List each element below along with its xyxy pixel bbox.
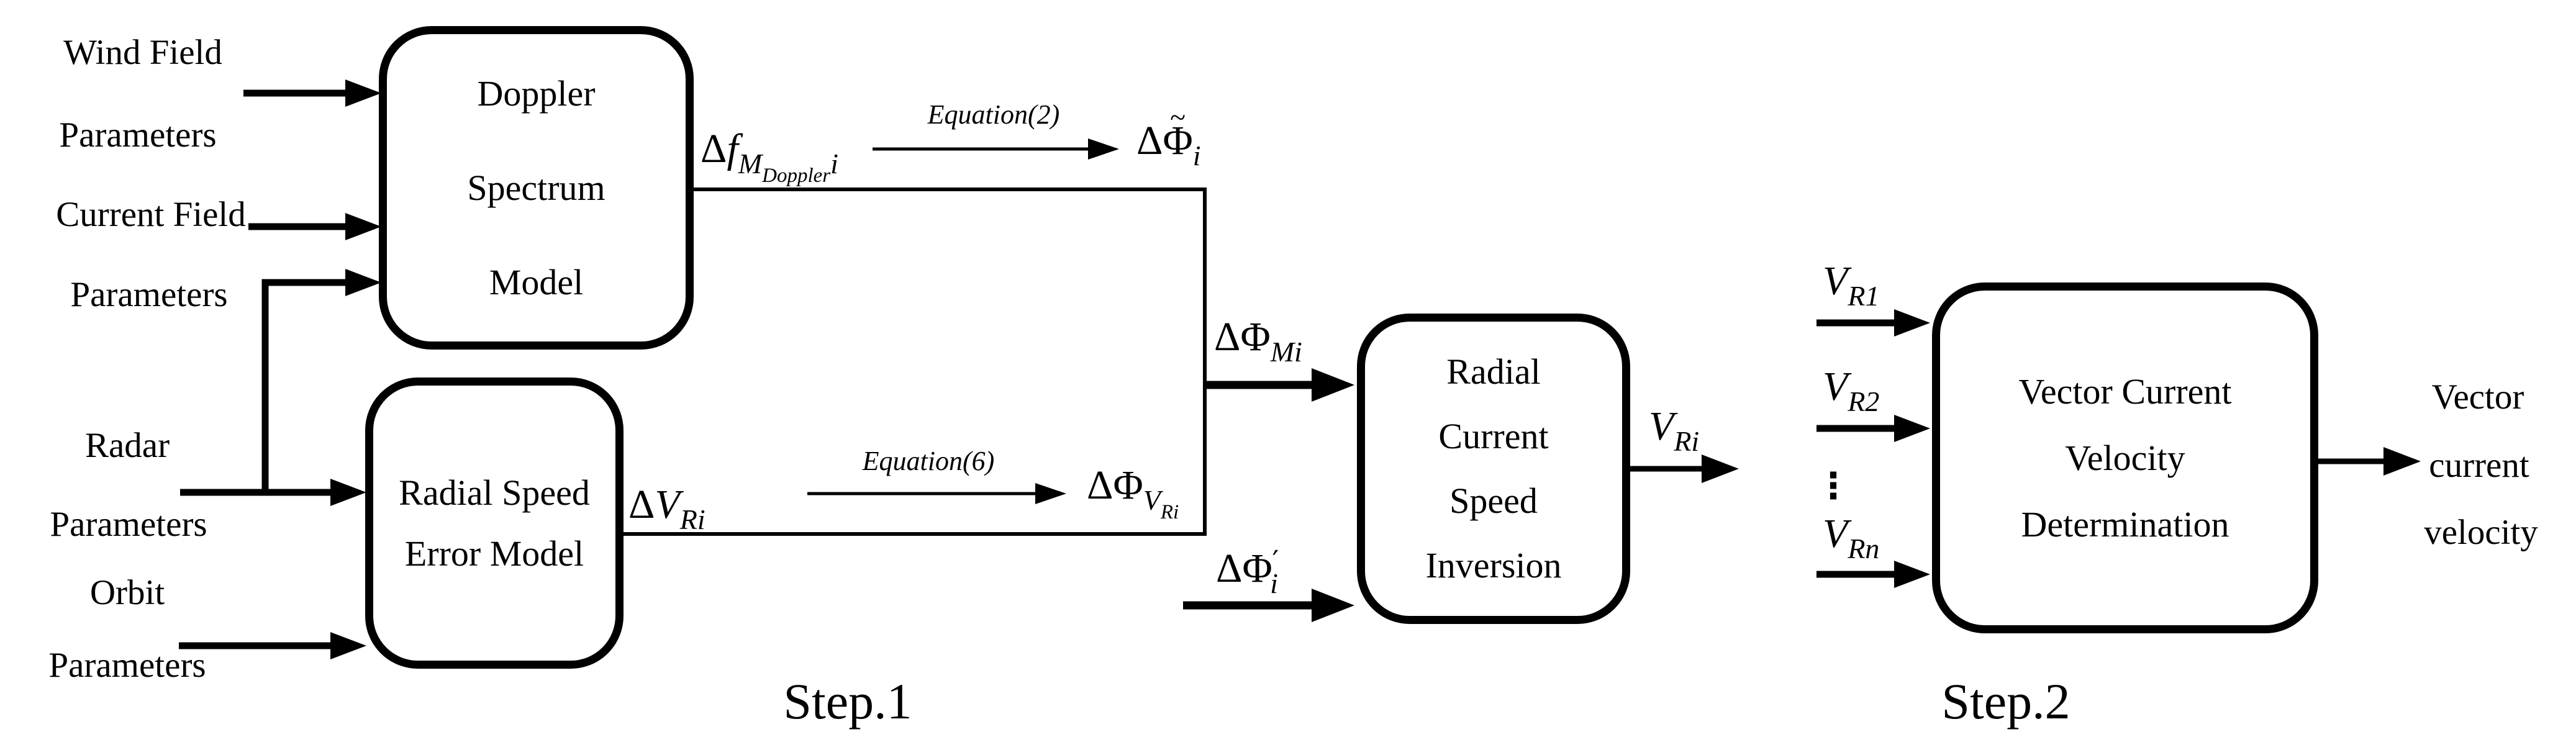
- radial-box-line: Error Model: [404, 533, 584, 574]
- wind-input-arrowhead: [345, 79, 381, 107]
- vector-output-arrowhead: [2383, 447, 2421, 476]
- doppler-spectrum-model-box: Doppler Spectrum Model: [379, 26, 694, 350]
- phi-glyph: Φ: [1240, 314, 1271, 359]
- tilde-accent: ~: [1170, 101, 1186, 133]
- v-glyph: V: [1823, 511, 1848, 556]
- vector-box-line: Determination: [2021, 504, 2229, 545]
- delta-phi-tilde-label: ΔΦ~i: [1136, 101, 1201, 178]
- r2-subscript: R2: [1848, 386, 1880, 417]
- orbit-label-line2: Parameters: [48, 646, 206, 685]
- wind-field-label-line2: Parameters: [59, 115, 217, 155]
- delta-v-ri-label: ΔVRi: [628, 483, 705, 541]
- vector-velocity-output-line1: Vector: [2431, 378, 2524, 417]
- m-subscript: M: [738, 148, 763, 179]
- vector-box-line: Velocity: [2065, 437, 2185, 478]
- radar-riser-line: [261, 279, 345, 492]
- phi-mi-arrowhead: [1312, 368, 1354, 402]
- radial-speed-error-model-box: Radial Speed Error Model: [365, 378, 624, 669]
- delta-phi-prime-label: ΔΦ′i: [1216, 539, 1279, 605]
- delta-glyph: Δ: [628, 482, 655, 527]
- delta-glyph: Δ: [1214, 314, 1241, 359]
- radar-label-line1: Radar: [84, 426, 170, 465]
- v-subscript: V: [1143, 484, 1161, 516]
- v-r2-label: VR2: [1823, 365, 1879, 423]
- radial-box-line: Radial Speed: [399, 472, 590, 513]
- f-glyph: f: [727, 126, 738, 171]
- v-rn-label: VRn: [1823, 512, 1879, 571]
- delta-glyph: Δ: [1136, 118, 1163, 163]
- i-subscript: i: [1270, 567, 1278, 599]
- v-glyph: V: [1823, 258, 1848, 304]
- rn-subscript: Rn: [1848, 533, 1880, 564]
- doppler-subscript: Doppler: [762, 165, 831, 187]
- mi-subscript: Mi: [1270, 336, 1302, 368]
- prime-mark: ′: [1272, 544, 1279, 577]
- inversion-box-line: Current: [1438, 416, 1549, 456]
- doppler-box-line: Doppler: [477, 73, 596, 114]
- v-glyph: V: [1823, 364, 1848, 409]
- equation6-arrowhead: [1035, 483, 1066, 504]
- vector-velocity-output-line2: current: [2429, 446, 2529, 485]
- vr1-input-arrowhead: [1894, 309, 1930, 337]
- i-subscript: i: [830, 148, 838, 179]
- inversion-box-line: Inversion: [1425, 545, 1562, 585]
- radar-label-line2: Parameters: [50, 505, 207, 544]
- current-input-arrowhead: [345, 213, 381, 240]
- wind-field-label-line1: Wind Field: [63, 33, 222, 72]
- vr2-input-arrowhead: [1894, 415, 1930, 442]
- equation6-label: Equation(6): [862, 446, 995, 476]
- orbit-label-line1: Orbit: [89, 573, 165, 612]
- step1-caption: Step.1: [783, 673, 912, 730]
- vri-output-arrowhead: [1702, 454, 1739, 483]
- doppler-box-line: Model: [489, 261, 584, 302]
- equation2-label: Equation(2): [927, 99, 1060, 130]
- phi-tilde-glyph: Φ~: [1163, 101, 1193, 163]
- vrn-input-arrowhead: [1894, 561, 1930, 588]
- delta-glyph: Δ: [701, 126, 727, 171]
- phi-prime-arrowhead: [1312, 589, 1354, 622]
- vector-current-velocity-determination-box: Vector Current Velocity Determination: [1932, 283, 2318, 633]
- delta-glyph: Δ: [1087, 463, 1113, 508]
- phi-glyph: Φ: [1113, 463, 1143, 508]
- v-r1-label: VR1: [1823, 260, 1879, 318]
- vertical-ellipsis: ⋮: [1815, 464, 1851, 507]
- doppler-box-line: Spectrum: [467, 167, 605, 208]
- current-field-label-line2: Parameters: [70, 275, 228, 314]
- inversion-box-line: Radial: [1446, 351, 1541, 392]
- ri-subscript: Ri: [1674, 425, 1700, 457]
- orbit-input-arrowhead: [330, 632, 366, 659]
- phi-glyph: Φ: [1242, 546, 1272, 591]
- ri-subsubscript: Ri: [1160, 501, 1179, 523]
- delta-phi-mi-label: ΔΦMi: [1214, 315, 1302, 374]
- delta-glyph: Δ: [1216, 546, 1243, 591]
- v-ri-output-label: VRi: [1649, 405, 1699, 463]
- equation2-arrowhead: [1088, 138, 1119, 160]
- merge-bracket-line: [624, 188, 1207, 536]
- radar-riser-arrowhead: [345, 269, 381, 296]
- r1-subscript: R1: [1848, 280, 1880, 312]
- radar-input-arrowhead: [330, 479, 366, 506]
- vector-velocity-output-line3: velocity: [2424, 513, 2538, 552]
- i-subscript: i: [1192, 140, 1201, 171]
- radial-current-speed-inversion-box: Radial Current Speed Inversion: [1357, 314, 1630, 624]
- delta-f-doppler-label: ΔfMDoppleri: [701, 127, 838, 197]
- step2-caption: Step.2: [1941, 673, 2070, 730]
- v-glyph: V: [655, 482, 680, 527]
- v-glyph: V: [1649, 404, 1674, 449]
- current-field-label-line1: Current Field: [56, 195, 246, 234]
- vector-box-line: Vector Current: [2018, 371, 2232, 412]
- inversion-box-line: Speed: [1449, 481, 1538, 521]
- ri-subscript: Ri: [679, 504, 705, 535]
- delta-phi-vri-label: ΔΦVRi: [1087, 464, 1179, 534]
